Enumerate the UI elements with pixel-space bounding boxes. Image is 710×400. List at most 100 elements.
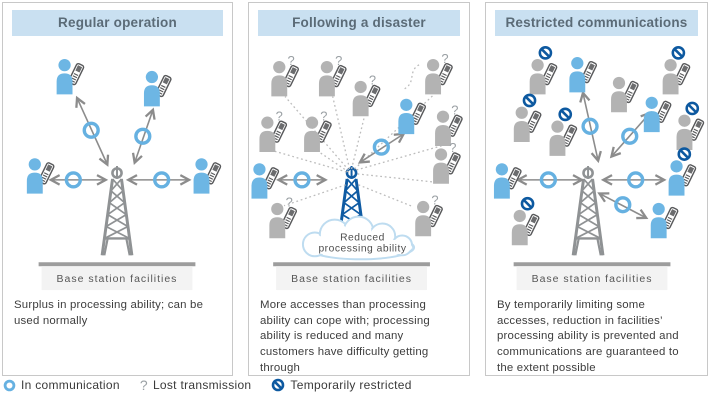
lost-transmission-icon: ? — [139, 377, 148, 393]
panel-title: Following a disaster — [258, 10, 460, 36]
lost-transmission-icon: ? — [288, 53, 295, 68]
person-communicating-icon — [493, 162, 523, 200]
person-communicating-icon — [568, 56, 598, 94]
person-waiting-icon — [351, 80, 382, 117]
person-waiting-icon — [675, 113, 705, 151]
person-communicating-icon — [650, 202, 680, 240]
legend-item-temporarily-restricted: Temporarily restricted — [271, 378, 411, 392]
person-waiting-icon — [318, 60, 348, 98]
lost-transmission-icon: ? — [335, 53, 342, 68]
temporarily-restricted-icon — [522, 93, 537, 108]
person-waiting-icon — [424, 58, 454, 96]
lost-transmission-icon: ? — [451, 102, 458, 117]
panel-figure: Base station facilities — [493, 46, 705, 291]
temporarily-restricted-icon — [272, 378, 285, 392]
person-communicating-icon — [667, 159, 697, 197]
person-waiting-icon — [268, 202, 298, 240]
failed-connection-line — [357, 173, 442, 184]
temporarily-restricted-icon — [677, 147, 692, 161]
person-communicating-icon — [55, 58, 85, 96]
person-waiting-icon — [414, 200, 444, 238]
temporarily-restricted-icon — [671, 46, 686, 60]
in-communication-icon — [3, 379, 16, 391]
lost-transmission-icon: ? — [286, 195, 293, 210]
person-communicating-icon — [143, 70, 173, 108]
legend-item-lost-transmission: ? Lost transmission — [140, 378, 252, 392]
base-station-box — [41, 266, 193, 291]
temporarily-restricted-icon — [538, 46, 553, 60]
person-waiting-icon — [303, 115, 333, 153]
legend-label: Lost transmission — [152, 378, 252, 392]
panel-restricted-communications: Restricted communications Base station f… — [485, 2, 708, 376]
in-communication-icon — [134, 127, 152, 145]
person-communicating-icon — [397, 97, 427, 135]
in-communication-icon — [82, 121, 100, 139]
communication-arrow — [597, 192, 649, 220]
cloud-text-line1: Reduced — [340, 232, 385, 243]
panel-figure: Base station facilities — [26, 58, 222, 291]
in-communication-icon — [153, 171, 171, 189]
person-communicating-icon — [192, 157, 222, 195]
person-communicating-icon — [26, 157, 56, 195]
person-waiting-icon — [432, 147, 462, 185]
lost-transmission-icon: ? — [441, 51, 448, 66]
person-waiting-icon — [610, 76, 640, 113]
in-communication-icon — [372, 138, 390, 156]
failed-connection-line — [358, 184, 414, 208]
person-waiting-icon — [513, 105, 543, 143]
person-waiting-icon — [548, 119, 578, 157]
lost-transmission-icon: ? — [449, 140, 456, 155]
in-communication-icon — [627, 171, 645, 189]
base-station-box — [516, 266, 668, 291]
communication-arrow — [357, 132, 406, 164]
panel-figure: Base station facilities?????????? Reduced… — [250, 51, 464, 291]
failed-connection-line — [283, 184, 346, 207]
failed-connection-line — [317, 150, 349, 173]
panel-caption: By temporarily limiting some accesses, r… — [497, 299, 679, 374]
legend-label: Temporarily restricted — [290, 378, 412, 392]
base-station-label: Base station facilities — [57, 273, 178, 285]
base-station-label: Base station facilities — [291, 273, 412, 285]
panel-title: Regular operation — [12, 10, 223, 36]
panel-regular-operation: Regular operation Base station facilitie… — [2, 2, 233, 376]
in-communication-icon — [621, 127, 639, 145]
person-waiting-icon — [511, 209, 541, 246]
failed-connection-line — [356, 144, 445, 171]
communication-arrow — [609, 111, 652, 159]
person-communicating-icon — [250, 162, 280, 200]
in-communication-icon — [581, 117, 599, 135]
lost-transmission-icon: ? — [320, 108, 327, 123]
person-waiting-icon — [661, 58, 692, 96]
person-waiting-icon — [270, 60, 300, 98]
legend: In communication ? Lost transmission Tem… — [3, 378, 412, 392]
panel-caption: More accesses than processing ability ca… — [260, 299, 430, 374]
lost-transmission-icon: ? — [276, 108, 283, 123]
communication-arrow — [131, 107, 156, 165]
temporarily-restricted-icon — [685, 101, 700, 116]
in-communication-icon — [614, 196, 632, 214]
communication-arrow — [579, 90, 602, 164]
in-communication-icon — [293, 171, 311, 189]
temporarily-restricted-icon — [558, 107, 573, 122]
legend-item-in-communication: In communication — [3, 378, 120, 392]
base-station-box — [276, 266, 427, 291]
in-communication-icon — [64, 171, 82, 189]
temporarily-restricted-icon — [520, 196, 535, 211]
cloud-text-line2: processing ability — [318, 243, 406, 254]
communication-arrow — [75, 95, 110, 167]
lost-transmission-icon: ? — [369, 73, 376, 88]
in-communication-icon — [539, 171, 558, 189]
base-station-tower-icon — [100, 164, 134, 257]
panel-caption: Surplus in processing ability; can be us… — [14, 299, 204, 327]
person-waiting-icon — [258, 115, 288, 153]
failed-connection-line — [332, 96, 351, 170]
person-communicating-icon — [643, 95, 673, 133]
base-station-label: Base station facilities — [532, 273, 653, 285]
failed-connection-line — [273, 150, 347, 173]
panel-title: Restricted communications — [495, 10, 698, 36]
lost-transmission-icon: ? — [431, 193, 438, 208]
panel-following-a-disaster: Following a disaster Base station facili… — [248, 2, 470, 376]
person-waiting-icon — [528, 58, 559, 96]
legend-label: In communication — [21, 378, 120, 392]
